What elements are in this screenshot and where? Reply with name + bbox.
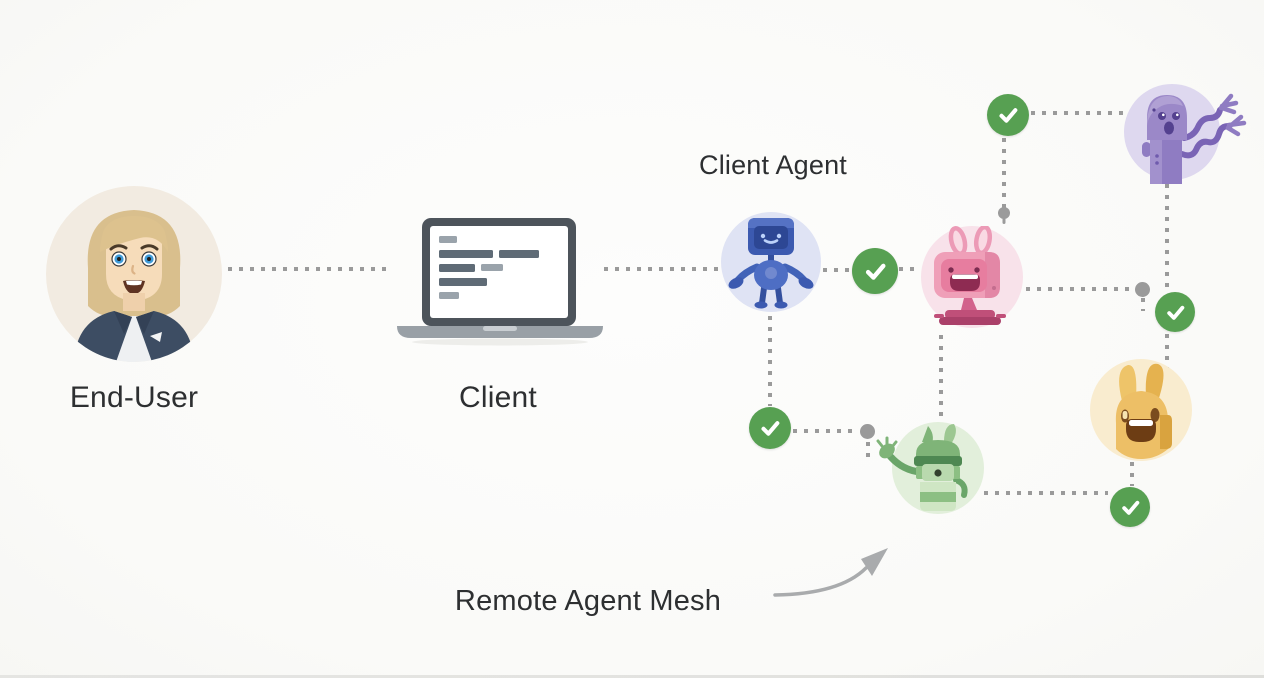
remote-agent-yellow-icon: [1090, 359, 1192, 461]
connector-check3-yellow: [1165, 334, 1169, 371]
remote-agent-pink-icon: [921, 226, 1023, 328]
connector-purple-check3: [1165, 184, 1169, 290]
connector-agent-check1: [823, 268, 851, 272]
remote-agent-purple-icon: [1124, 84, 1247, 184]
connector-enduser-client: [228, 267, 393, 271]
connector-client-agent: [604, 267, 718, 271]
client-label: Client: [459, 381, 537, 414]
connector-check2-purple: [1031, 111, 1126, 115]
connector-junction1-green: [866, 442, 870, 464]
connector-pink-junction2: [1026, 287, 1132, 291]
client-agent-robot-icon: [721, 212, 821, 312]
connector-yellow-check5: [1130, 462, 1134, 486]
connector-check4-junction1: [793, 429, 853, 433]
antenna-pin-icon: [998, 207, 1010, 224]
end-user-avatar: [46, 186, 222, 362]
canvas-bottom-edge: [0, 675, 1264, 678]
client-agent-label: Client Agent: [699, 150, 847, 180]
connector-pink-green: [939, 335, 943, 420]
remote-agent-green-icon: [876, 422, 984, 514]
curved-arrow-icon: [773, 548, 888, 597]
remote-mesh-label: Remote Agent Mesh: [454, 585, 722, 617]
connector-junction2-check3: [1141, 298, 1145, 311]
client-laptop-icon: [397, 218, 603, 346]
connector-green-check5: [984, 491, 1108, 495]
connector-check1-pink: [899, 267, 921, 271]
connector-check2-pink: [1002, 138, 1006, 208]
checkmark-icon: [1155, 292, 1195, 332]
checkmark-icon: [749, 407, 791, 449]
end-user-label: End-User: [69, 381, 199, 414]
connector-agent-check4: [768, 316, 772, 406]
checkmark-icon: [852, 248, 898, 294]
checkmark-icon: [987, 94, 1029, 136]
checkmark-icon: [1110, 487, 1150, 527]
junction-dot: [860, 424, 875, 439]
junction-dot: [1135, 282, 1150, 297]
